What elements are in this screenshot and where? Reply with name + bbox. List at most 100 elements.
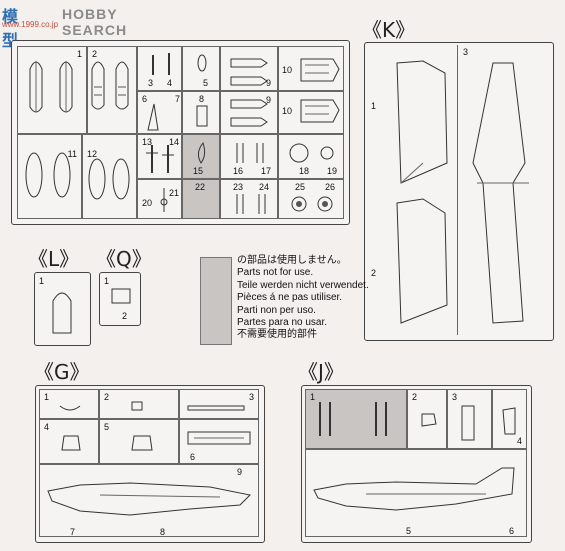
part-cell-2: 2 [407, 389, 447, 449]
part-number: 12 [87, 149, 98, 159]
part-cell-2: 2 [87, 46, 137, 134]
part-outline-drawing [421, 413, 437, 427]
part-number: 17 [260, 166, 271, 176]
seat-drawing [196, 105, 208, 127]
part-outline-drawing [59, 405, 81, 411]
part-cell-3-4: 3 4 [137, 46, 182, 91]
part-outline-drawing [61, 435, 81, 451]
runner-q: 1 2 [99, 272, 141, 326]
part-number: 22 [195, 182, 206, 192]
bomb-drawing [230, 58, 268, 86]
part-outline-drawing [187, 405, 245, 411]
part-number: 20 [142, 198, 153, 208]
part-number: 19 [326, 166, 337, 176]
part-cell-1: 1 [305, 389, 407, 449]
part-number: 25 [295, 182, 306, 192]
part-cell-20-21: 20 21 [137, 179, 182, 219]
section-k-label: 《K》 [362, 18, 416, 42]
part-number: 3 [463, 47, 469, 57]
part-number: 4 [516, 436, 522, 446]
part-outline-drawing [131, 435, 153, 451]
part-outline-drawing [131, 401, 143, 411]
not-used-swatch [200, 257, 232, 345]
part-cell-4: 4 [492, 389, 527, 449]
part-cell-1: 1 [17, 46, 87, 134]
part-cell-5: 5 [99, 419, 179, 464]
part-number: 6 [508, 526, 514, 536]
small-parts-drawing [160, 188, 168, 212]
part-number: 5 [203, 78, 209, 88]
part-number: 9 [265, 78, 271, 88]
part-number: 2 [122, 311, 128, 321]
part-number: 1 [104, 276, 110, 286]
part-number: 11 [67, 149, 77, 159]
radiator-drawing [300, 58, 340, 82]
part-number: 1 [39, 276, 45, 286]
part-number: 9 [265, 95, 271, 105]
part-number: 7 [70, 527, 76, 537]
part-number: 4 [44, 422, 50, 432]
fuselage-half-drawing [313, 467, 515, 511]
notice-line: 不需要使用的部件 [237, 329, 317, 341]
tailwheel-drawing [197, 54, 207, 72]
part-number: 1 [76, 49, 82, 59]
wheels-drawing [289, 143, 334, 163]
part-cell-12: 12 [82, 134, 137, 219]
part-number: 8 [199, 94, 205, 104]
divider [457, 45, 458, 335]
part-number: 15 [193, 166, 204, 176]
wing-and-fuselage-halves-drawing [396, 60, 529, 324]
landing-gear-drawing [146, 145, 174, 173]
part-number: 6 [142, 94, 148, 104]
part-number: 8 [160, 527, 166, 537]
notice-line: の部品は使用しません。 [237, 255, 347, 266]
part-number: 1 [310, 392, 316, 402]
hub-drawing [291, 196, 333, 212]
canopy-drawing [52, 292, 72, 334]
part-cell-6: 6 [179, 419, 259, 464]
part-number: 5 [104, 422, 110, 432]
part-cell-11: 11 [17, 134, 82, 219]
part-number: 2 [412, 392, 418, 402]
runner-k: 1 2 3 [364, 42, 554, 341]
part-cell-10a: 10 [278, 46, 344, 91]
notice-line: Partes para no usar. [237, 317, 328, 329]
gear-legs-drawing [236, 194, 266, 214]
part-cell-5: 5 [182, 46, 220, 91]
part-number: 1 [371, 101, 377, 111]
part-outline-drawing [461, 405, 475, 441]
part-number: 13 [142, 137, 153, 147]
part-number: 9 [236, 467, 242, 477]
part-cell-1: 1 [39, 389, 99, 419]
bomb-drawing [230, 99, 268, 127]
part-cell-5-6: 5 6 [305, 449, 527, 537]
part-number: 3 [248, 392, 254, 402]
drop-tank-drawing [88, 158, 130, 200]
part-outline-drawing [502, 407, 516, 435]
instrument-panel-drawing [111, 288, 131, 304]
part-cell-9a: 9 [220, 46, 278, 91]
fuselage-half-drawing [47, 482, 252, 516]
part-number: 10 [282, 106, 293, 116]
notice-line: Pièces á ne pas utiliser. [237, 292, 343, 304]
part-number: 16 [233, 166, 244, 176]
part-number: 7 [175, 94, 181, 104]
runner-j: 1 2 3 4 5 6 [301, 385, 532, 543]
radiator-drawing [300, 99, 340, 123]
part-cell-10b: 10 [278, 91, 344, 134]
part-cell-16-17: 16 17 [220, 134, 278, 179]
small-struts-drawing [152, 53, 170, 75]
watermark-url: www.1999.co.jp [2, 20, 59, 29]
part-cell-7-8-9: 7 8 9 [39, 464, 259, 537]
part-cell-6: 6 [137, 91, 182, 134]
section-l-label: 《L》 [28, 247, 80, 271]
drop-tank-drawing [25, 152, 71, 198]
canopy-halves-drawing [29, 61, 73, 113]
part-cell-9b: 9 [220, 91, 278, 134]
part-number: 23 [233, 182, 244, 192]
wheel-well-drawing [91, 61, 129, 110]
part-number: 3 [148, 78, 154, 88]
part-number: 10 [282, 65, 293, 75]
part-number: 21 [168, 188, 179, 198]
part-cell-3: 3 [447, 389, 492, 449]
